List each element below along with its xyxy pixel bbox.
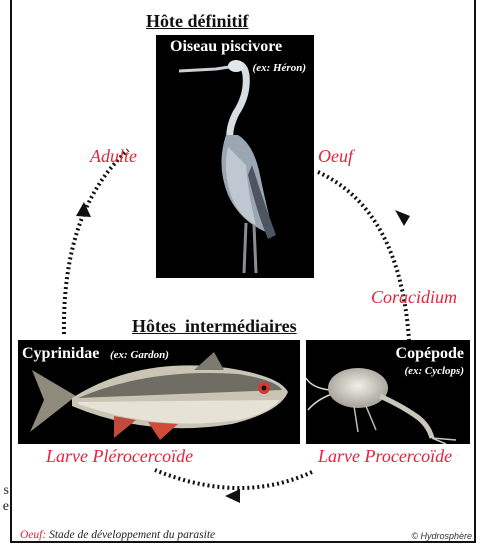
definitive-host-caption: Oiseau piscivore <box>170 38 282 56</box>
stage-coracidium: Coracidium <box>371 287 457 308</box>
legend-text: Stade de développement du parasite <box>46 529 215 541</box>
credit-text: © Hydrosphère <box>411 531 472 541</box>
copepod-host-example: (ex: Cyclops) <box>404 365 464 377</box>
arrow-head-bottom <box>225 489 240 503</box>
arrow-head-right <box>395 210 410 226</box>
fish-photo: Cyprinidae (ex: Gardon) <box>18 340 300 444</box>
legend-note: Oeuf: Stade de développement du parasite <box>20 529 215 541</box>
stage-adult: Adulte <box>90 146 137 167</box>
arrow-egg-to-copepod <box>318 172 409 340</box>
stage-plerocercoid: Larve Plérocercoïde <box>46 446 193 467</box>
fish-host-example: (ex: Gardon) <box>110 349 169 361</box>
fish-host-caption: Cyprinidae <box>22 345 99 363</box>
copepod-host-caption: Copépode <box>396 345 464 363</box>
copepod-photo: Copépode (ex: Cyclops) <box>306 340 470 444</box>
arrow-fish-to-adult <box>64 150 128 334</box>
intermediate-hosts-title: Hôtes intermédiaires <box>132 316 297 337</box>
definitive-host-title: Hôte définitif <box>146 11 248 32</box>
stage-egg: Oeuf <box>318 146 353 167</box>
stage-procercoid: Larve Procercoïde <box>318 446 452 467</box>
arrow-head-left <box>76 202 91 217</box>
definitive-host-example: (ex: Héron) <box>253 62 306 74</box>
heron-photo: Oiseau piscivore (ex: Héron) <box>156 35 314 278</box>
arrow-copepod-to-fish <box>155 470 312 488</box>
legend-key: Oeuf: <box>20 529 46 541</box>
